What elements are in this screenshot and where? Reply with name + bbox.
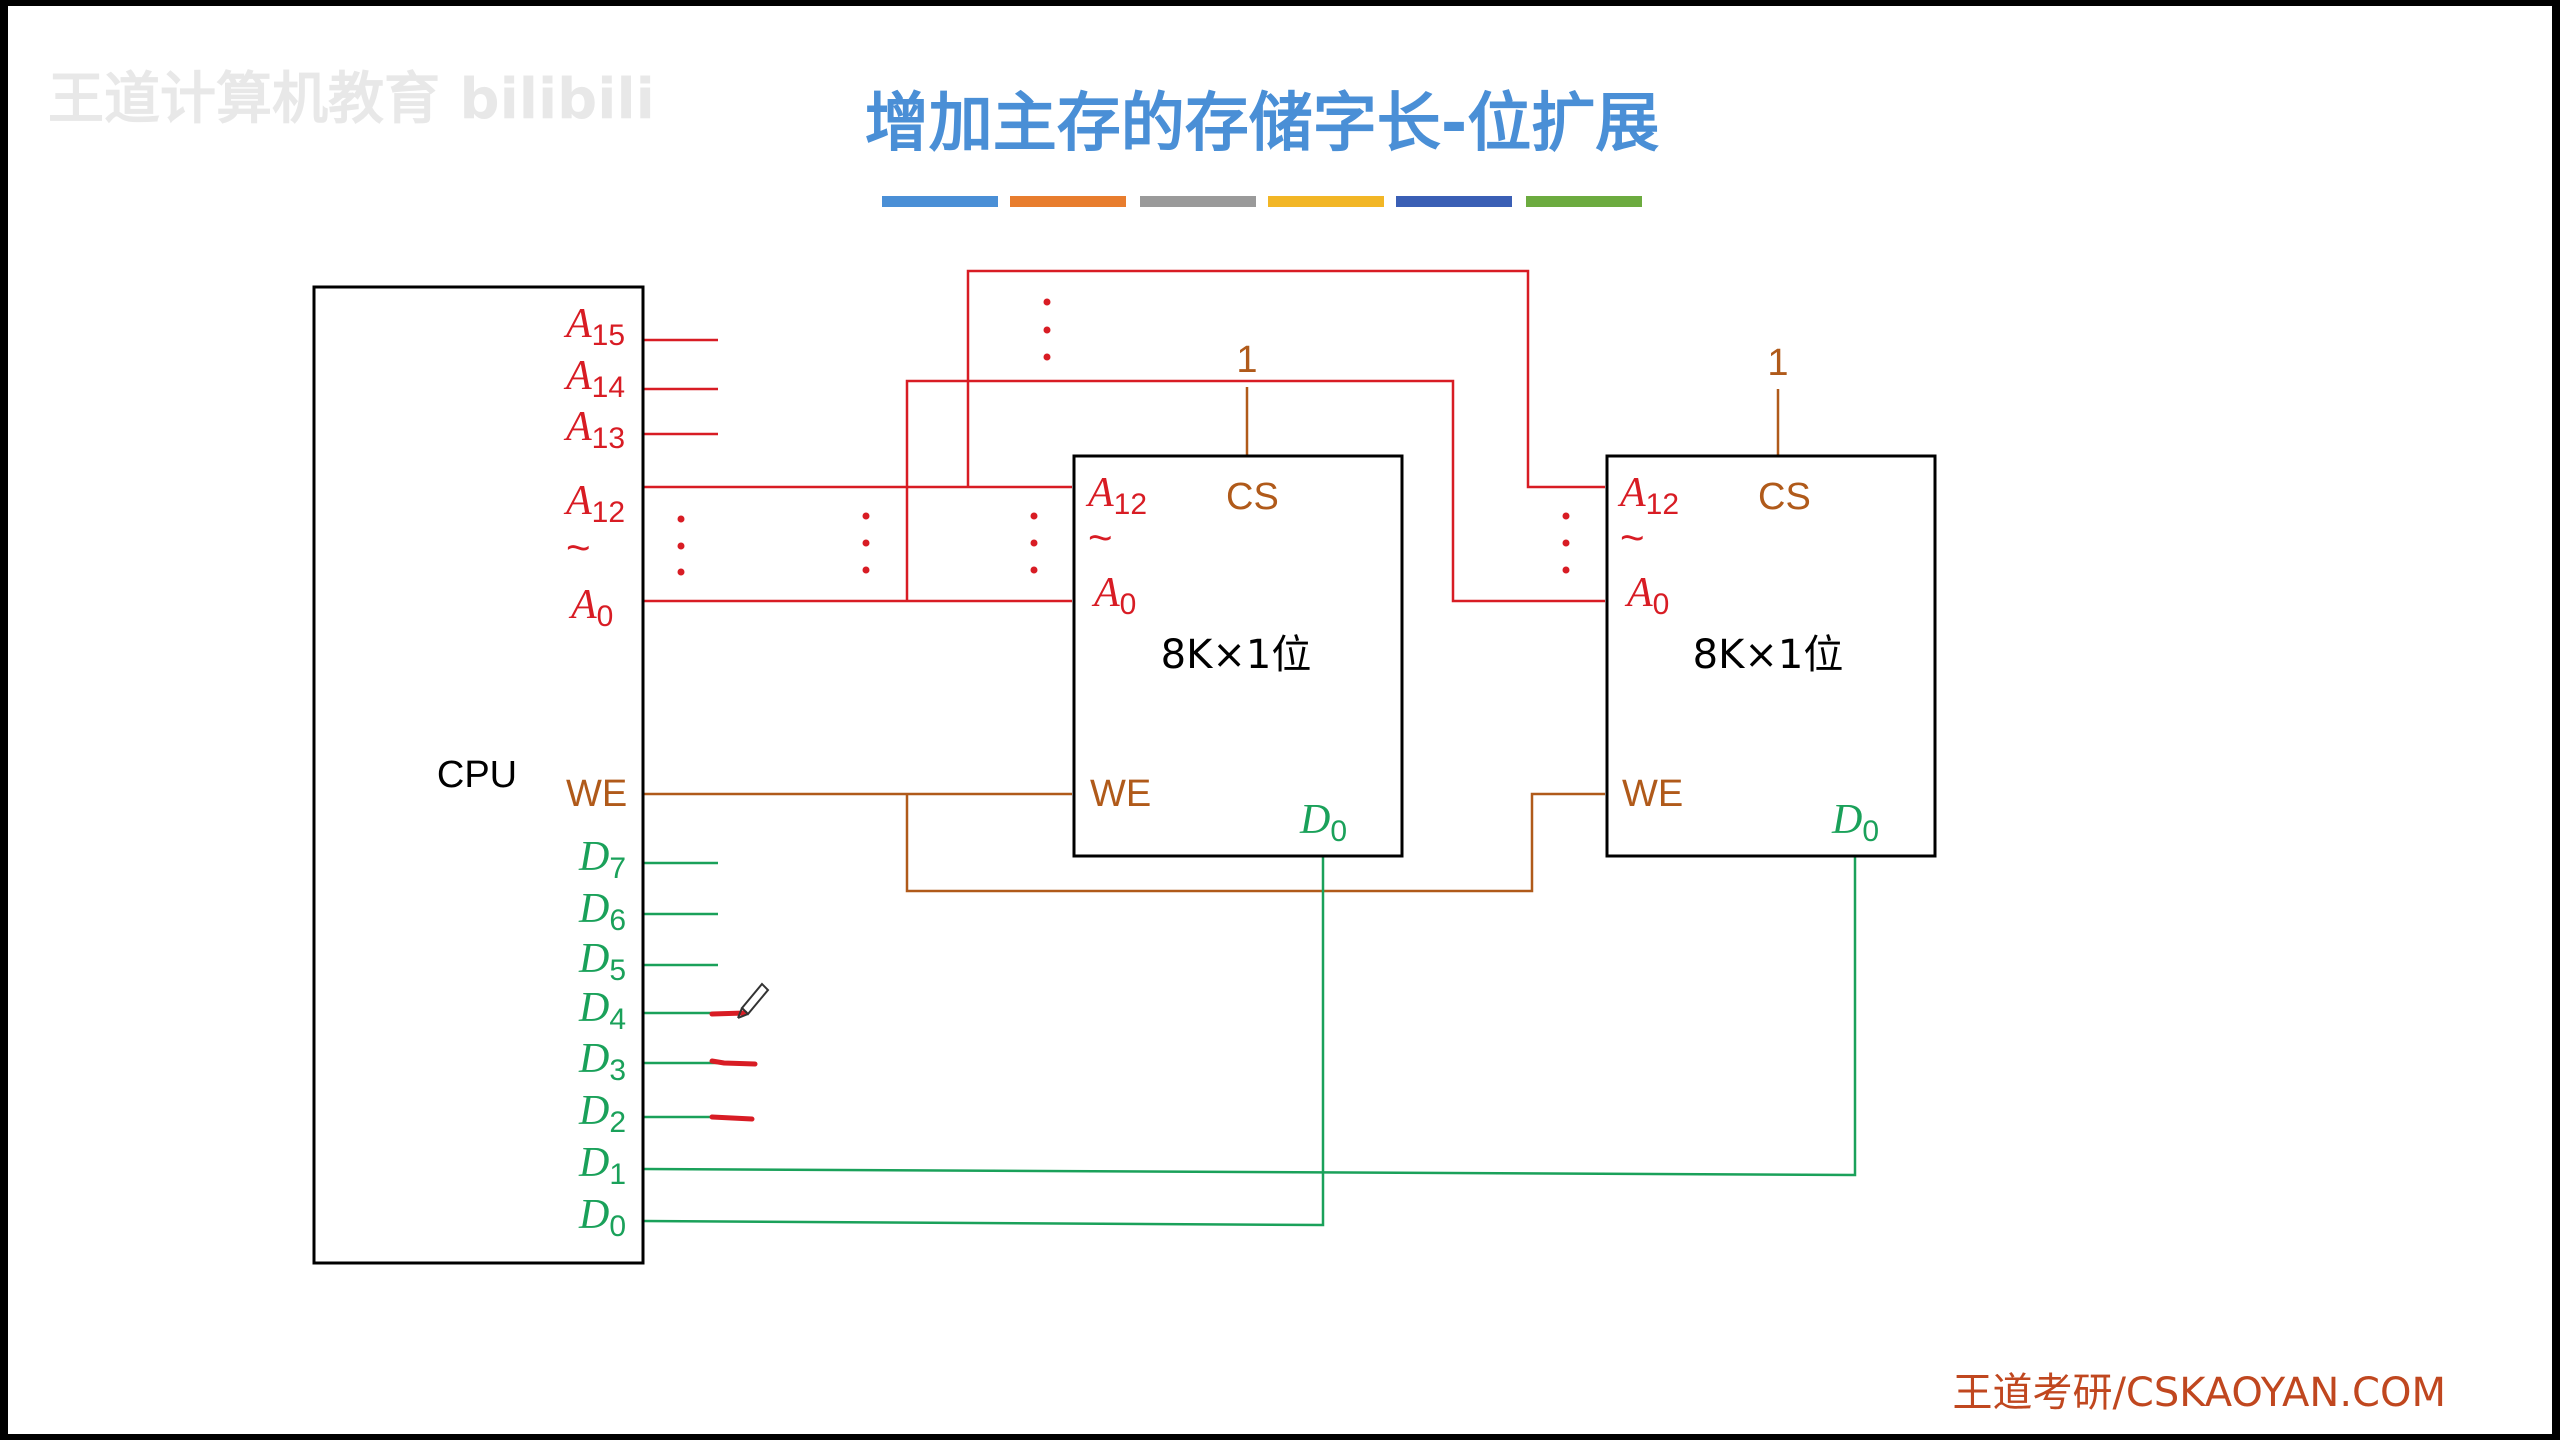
cpu-label: CPU — [437, 754, 517, 796]
wire-we-to-chip2 — [905, 792, 1605, 893]
pin-d2: D2 — [578, 1088, 626, 1139]
chip-2-cs: CS — [1758, 476, 1811, 518]
pin-d7: D7 — [578, 834, 626, 885]
pin-a13: A13 — [563, 404, 625, 455]
pin-a15: A15 — [563, 301, 625, 352]
pin-d4: D4 — [578, 985, 626, 1036]
accent-bar-1 — [882, 196, 998, 207]
chip-1-cs: CS — [1226, 476, 1279, 518]
accent-bar-2 — [1010, 196, 1126, 207]
watermark: 王道计算机教育 bilibili — [48, 67, 655, 132]
pin-range-mark: ~ — [566, 524, 591, 571]
chip-2-addr-high: A12 — [1617, 470, 1679, 521]
cpu-data-pins: D7 D6 D5 D4 D3 D2 D1 D0 — [578, 834, 626, 1243]
pin-we: WE — [566, 773, 627, 815]
pin-d0: D0 — [578, 1192, 626, 1243]
chip-1-data: D0 — [1299, 797, 1347, 848]
wire-a12-to-chip2 — [966, 269, 1605, 489]
control-wires — [643, 387, 1780, 893]
wire-a0-to-chip2 — [905, 379, 1605, 603]
chip-1-we: WE — [1090, 773, 1151, 815]
address-wires — [643, 269, 1605, 603]
accent-bar-4 — [1268, 196, 1384, 207]
chip-2-box — [1605, 454, 1937, 858]
chip-2-range-mark: ~ — [1620, 514, 1645, 561]
chip-2-we: WE — [1622, 773, 1683, 815]
memory-chip-2: 1 A12 ~ A0 CS 8K×1位 WE D0 — [1605, 342, 1937, 858]
chip-1-range-mark: ~ — [1088, 514, 1113, 561]
accent-bar-3 — [1140, 196, 1256, 207]
chip-1-cs-level: 1 — [1236, 339, 1257, 381]
pen-cursor-icon — [737, 982, 770, 1019]
cpu-address-pins: A15 A14 A13 A12 ~ A0 — [563, 301, 625, 633]
wire-d1-to-chip2 — [642, 856, 1857, 1177]
chip-2-addr-low: A0 — [1624, 570, 1669, 621]
wire-d0-to-chip1 — [642, 856, 1325, 1227]
pin-d5: D5 — [578, 936, 626, 987]
accent-bar-5 — [1396, 196, 1512, 207]
page-title: 增加主存的存储字长-位扩展 — [865, 87, 1660, 161]
chip-1-box — [1072, 454, 1404, 858]
chip-1-addr-low: A0 — [1091, 570, 1136, 621]
chip-1-addr-high: A12 — [1085, 470, 1147, 521]
footer-brand: 王道考研/CSKAOYAN.COM — [1952, 1370, 2446, 1416]
slide-background — [8, 6, 2552, 1434]
pin-d6: D6 — [578, 886, 626, 937]
data-wires — [642, 856, 1857, 1227]
chip-1-label: 8K×1位 — [1161, 632, 1312, 678]
chip-2-label: 8K×1位 — [1693, 632, 1844, 678]
pin-a12: A12 — [563, 478, 625, 529]
pin-d3: D3 — [578, 1036, 626, 1087]
chip-2-cs-level: 1 — [1767, 342, 1788, 384]
memory-chip-1: 1 A12 ~ A0 CS 8K×1位 WE D0 — [1072, 339, 1404, 858]
chip-2-data: D0 — [1831, 797, 1879, 848]
address-bus-dots — [677, 298, 1570, 576]
accent-bar-6 — [1526, 196, 1642, 207]
pin-a14: A14 — [563, 353, 625, 404]
pin-a0: A0 — [568, 582, 613, 633]
accent-bars — [882, 196, 1642, 207]
cpu-box — [312, 285, 645, 1265]
pin-d1: D1 — [578, 1140, 626, 1191]
